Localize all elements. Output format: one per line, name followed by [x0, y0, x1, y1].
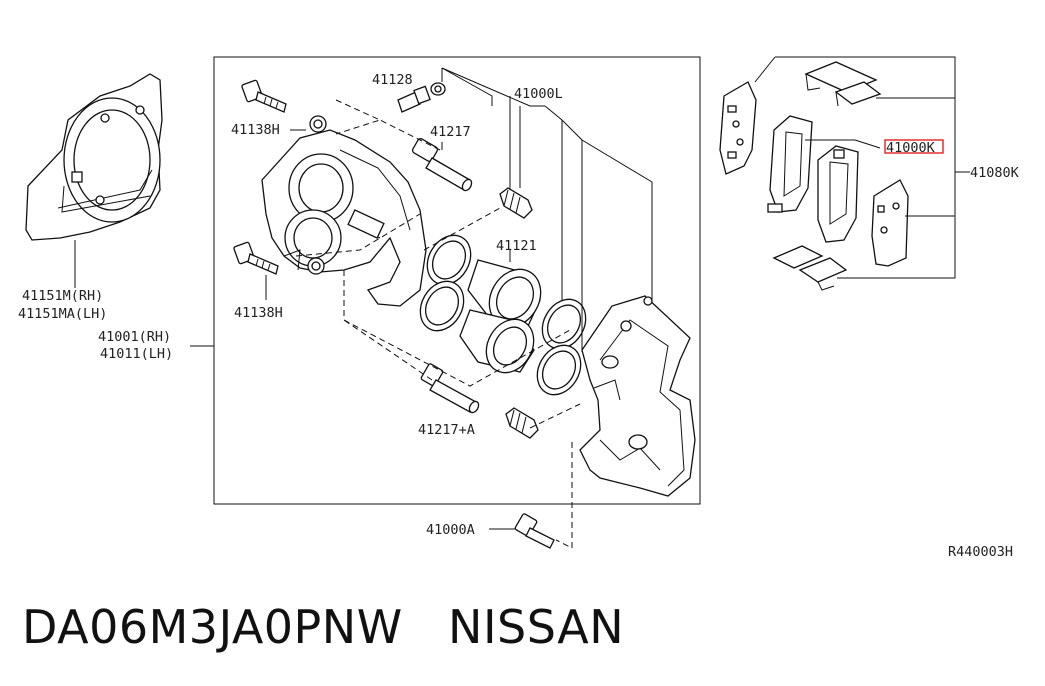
bleeder-screw-41128: [397, 82, 446, 113]
label-41138h-top[interactable]: 41138H: [231, 122, 280, 138]
brake-pad-inner: [817, 145, 859, 243]
label-41151ma[interactable]: 41151MA(LH): [18, 306, 107, 322]
brake-pad-outer: [767, 115, 813, 213]
anti-rattle-clip-top: [804, 61, 882, 107]
bolt-41000a: [514, 513, 555, 549]
label-41011[interactable]: 41011(LH): [100, 346, 173, 362]
sleeve-pin-41217a: [420, 363, 480, 414]
pin-boot-lower: [505, 407, 539, 439]
label-41080k[interactable]: 41080K: [970, 165, 1020, 181]
bolt-41138h-top: [241, 79, 287, 113]
label-41001[interactable]: 41001(RH): [98, 329, 171, 345]
caliper-housing: [261, 115, 427, 307]
caliper-assembly-frame: [213, 56, 701, 505]
label-41000k[interactable]: 41000K: [886, 140, 936, 156]
pin-boot-upper: [499, 187, 533, 219]
label-41217[interactable]: 41217: [430, 124, 471, 140]
label-41121[interactable]: 41121: [496, 238, 537, 254]
dust-shield: [25, 73, 163, 241]
label-41128[interactable]: 41128: [372, 72, 413, 88]
pad-shim-outer: [719, 81, 757, 175]
piston-seal-rings: [419, 234, 587, 396]
anti-rattle-clip-bottom: [772, 245, 848, 291]
part-number-caption: DA06M3JA0PNW NISSAN: [22, 600, 625, 654]
assembly-guide-lines: [295, 99, 581, 549]
label-41151m[interactable]: 41151M(RH): [22, 288, 103, 304]
pistons-41121: [459, 259, 542, 374]
leader-lines-41000l: [441, 67, 653, 352]
leader-lines-41080k: [805, 97, 970, 217]
pad-kit-frame: [775, 56, 956, 279]
label-41138h-bottom[interactable]: 41138H: [234, 305, 283, 321]
highlight-41000k: [884, 139, 944, 154]
label-41217a[interactable]: 41217+A: [418, 422, 475, 438]
bolt-41138h-bottom: [233, 241, 279, 275]
caliper-mount: [579, 295, 696, 497]
label-41000a[interactable]: 41000A: [426, 522, 475, 538]
pad-shim-inner: [871, 179, 909, 267]
sleeve-pin-41217: [411, 138, 473, 192]
diagram-reference: R440003H: [948, 544, 1013, 560]
label-41000l[interactable]: 41000L: [514, 86, 563, 102]
